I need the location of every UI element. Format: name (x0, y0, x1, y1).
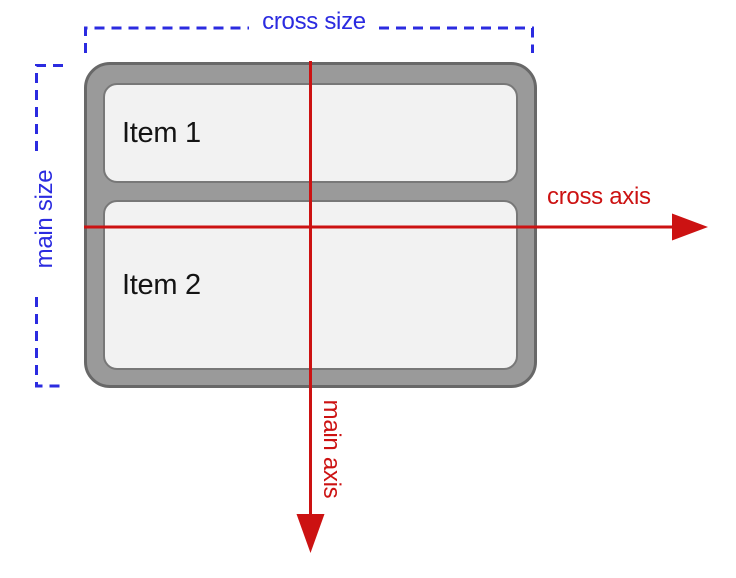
flex-item-1: Item 1 (103, 83, 518, 183)
cross-axis-label: cross axis (547, 183, 651, 210)
flex-item-2-label: Item 2 (122, 268, 201, 301)
flex-item-1-label: Item 1 (122, 116, 201, 149)
main-axis-arrowhead (296, 514, 325, 553)
main-size-label: main size (30, 169, 58, 269)
main-axis-label: main axis (318, 399, 346, 499)
flex-item-2: Item 2 (103, 200, 518, 370)
cross-size-label: cross size (262, 8, 366, 35)
flex-container: Item 1 Item 2 (84, 62, 537, 388)
cross-axis-arrowhead (672, 213, 708, 241)
